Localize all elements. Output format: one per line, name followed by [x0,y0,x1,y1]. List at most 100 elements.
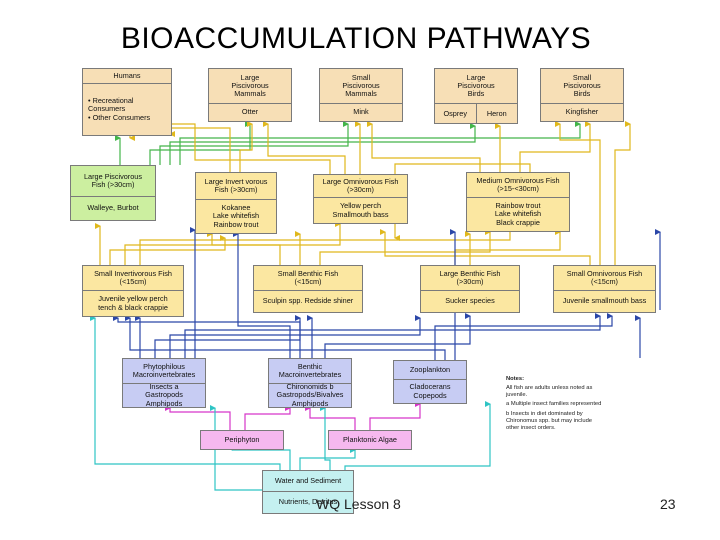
box-title-line: Large Benthic Fish [439,268,501,278]
zooplankton-title: Zooplankton [409,364,451,374]
periphyton-title: Periphyton [224,434,260,444]
slide-footer: WQ Lesson 8 [316,496,401,512]
box-title-line: Large Invert vorous [204,176,268,186]
link-yellow [519,121,591,172]
large-piscivorous-fish-box: Large Piscivorous Fish (>30cm) Walleye, … [70,165,156,221]
link-blue [434,313,613,360]
heron-label: Heron [475,104,518,123]
link-magenta [165,405,231,430]
sucker-species-label: Sucker species [421,290,519,312]
box-title-line: Small Omnivorous Fish [566,268,643,278]
taxon-line: Insects a [149,382,179,392]
walleye-burbot-label: Walleye, Burbot [71,196,155,220]
humans-item: • Recreational Consumers [88,96,134,114]
sculpin-shiner-label: Sculpin spp. Redside shiner [254,290,362,312]
periphyton-box: Periphyton [200,430,284,450]
link-yellow [555,121,601,265]
taxon-line: Gastropods [145,390,183,400]
box-title-line: Large Piscivorous [84,171,142,181]
box-title-line: Piscivorous [457,80,495,90]
species-line: Lake whitefish [494,209,542,219]
box-title-line: (<15cm) [591,277,618,286]
taxon-line: Cladocerans [409,382,451,392]
taxon-line: Amphipods [145,398,183,408]
kingfisher-label: Kingfisher [541,103,623,121]
box-title-line: Small Benthic Fish [277,268,339,278]
box-title-line: Fish (>30cm) [214,185,258,194]
link-magenta [305,405,356,430]
box-title-line: Piscivorous [342,80,380,90]
taxon-line: Chironomids b [286,382,334,392]
box-title-line: Mammals [234,89,266,99]
small-piscivorous-mammals-box: Small Piscivorous Mammals Mink [319,68,403,122]
taxon-line: Gastropods/Bivalves [276,390,344,400]
link-magenta [244,405,291,430]
link-green [179,121,581,165]
box-title-line: Large Omnivorous Fish [322,176,399,186]
small-omnivorous-fish-box: Small Omnivorous Fish (<15cm) Juvenile s… [553,265,656,313]
otter-label: Otter [209,103,291,121]
link-yellow [319,229,491,265]
box-title-line: Macroinvertebrates [132,370,196,379]
box-title-line: Phytophilous [143,361,185,371]
note-item: All fish are adults unless noted as juve… [506,384,593,398]
small-invertivorous-fish-box: Small Invertivorous Fish (<15cm) Juvenil… [82,265,184,317]
box-title-line: Benthic [297,361,323,371]
box-title-line: Small [351,72,371,82]
box-title-line: (>30cm) [456,277,484,286]
box-title-line: Medium Omnivorous Fish [476,175,560,185]
link-blue [324,313,471,358]
humans-box: Humans • Recreational Consumers • Other … [82,68,172,136]
link-magenta [369,401,421,430]
small-benthic-fish-box: Small Benthic Fish (<15cm) Sculpin spp. … [253,265,363,313]
box-title-line: (<15cm) [119,277,147,286]
taxon-line: Copepods [413,390,447,400]
link-yellow [109,235,226,265]
box-title-line: (>30cm) [347,185,374,194]
benthic-macroinvertebrates-box: Benthic Macroinvertebrates Chironomids b… [268,358,352,408]
box-title-line: Fish (>30cm) [91,180,135,189]
note-item: a Multiple insect families represented [506,401,602,408]
osprey-label: Osprey [443,108,468,118]
large-piscivorous-mammals-box: Large Piscivorous Mammals Otter [208,68,292,122]
link-blue [125,315,446,360]
box-title-line: (>15-<30cm) [497,184,539,193]
large-benthic-fish-box: Large Benthic Fish (>30cm) Sucker specie… [420,265,520,313]
box-title-line: Small Invertivorous Fish [94,268,172,278]
medium-omnivorous-fish-box: Medium Omnivorous Fish (>15-<30cm) Rainb… [466,172,570,232]
link-cyan [320,405,331,470]
link-yellow [380,229,591,265]
planktonic-algae-title: Planktonic Algae [343,434,397,444]
species-line: Juvenile yellow perch [98,294,168,304]
planktonic-algae-box: Planktonic Algae [328,430,412,450]
link-yellow [614,121,631,265]
juvenile-smallmouth-label: Juvenile smallmouth bass [554,290,655,312]
water-sediment-title: Water and Sediment [274,475,342,485]
notes-panel: Notes: All fish are adults unless noted … [506,376,606,435]
box-title-line: Birds [573,89,591,99]
link-yellow [139,226,511,265]
box-title-line: Large [240,72,260,82]
water-and-sediment-box: Water and Sediment Nutrients, Detritus [262,470,354,514]
nutrients-detritus-label: Nutrients, Detritus [263,491,353,513]
link-blue [233,231,291,358]
link-cyan [90,315,281,470]
box-title-line: (<15cm) [294,277,322,286]
link-cyan [344,401,491,470]
box-title-line: Piscivorous [563,80,601,90]
notes-title: Notes: [506,376,525,382]
large-piscivorous-birds-box: Large Piscivorous Birds Osprey Heron [434,68,518,124]
link-yellow [207,231,281,265]
humans-item: • Other Consumers [88,112,151,122]
link-green [159,121,349,165]
link-yellow [263,121,346,174]
link-green [149,121,251,165]
species-line: Rainbow trout [495,201,541,211]
species-line: tench & black crappie [98,302,168,312]
note-item: b Insects in diet dominated by Chironomu… [506,411,593,431]
box-title-line: Large [466,72,486,82]
large-invertivorous-fish-box: Large Invert vorous Fish (>30cm) Kokanee… [195,172,277,234]
species-line: Yellow perch [339,201,382,211]
species-line: Rainbow trout [213,219,259,229]
box-title-line: Macroinvertebrates [278,370,342,379]
